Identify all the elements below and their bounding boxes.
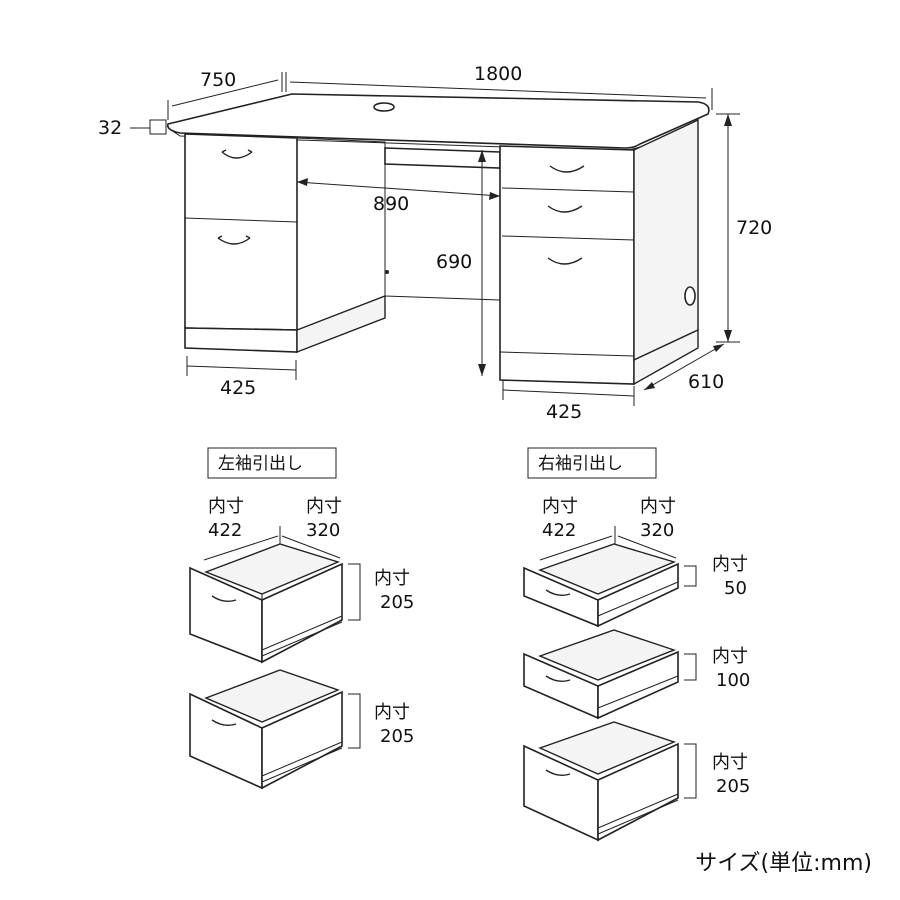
left-drawers-title-box [207,447,337,479]
right-drawer-3-height: 205 [716,776,750,797]
dim-right-pedestal-width: 425 [546,401,582,423]
desk-dimension-labels: 750 1800 32 890 690 720 425 425 610 [98,63,772,423]
dim-knee-height: 690 [436,251,472,273]
left-drawers-title: 左袖引出し [218,454,303,474]
dim-top-thickness: 32 [98,117,122,139]
right-inner-width: 422 [542,520,576,541]
dim-depth: 750 [200,69,236,91]
right-drawer-2-height: 100 [716,670,750,691]
left-drawer-2-label: 内寸 [374,702,410,723]
left-inner-width: 422 [208,520,242,541]
left-drawer-2-height: 205 [380,726,414,747]
size-unit-note: サイズ(単位:mm) [695,851,872,876]
right-drawer-1-label: 内寸 [712,554,748,575]
left-drawer-1-height: 205 [380,592,414,613]
right-drawers-title-box [527,447,657,479]
right-inner-depth: 320 [640,520,674,541]
right-drawer-1 [523,543,679,628]
dim-knee-width: 890 [373,193,409,215]
left-drawers-section: 左袖引出し 内寸 422 内寸 320 内寸 205 内寸 20 [189,447,414,790]
dim-left-pedestal-width: 425 [220,377,256,399]
right-drawer-3 [523,721,679,842]
right-drawer-3-label: 内寸 [712,752,748,773]
right-drawers-section: 右袖引出し 内寸 422 内寸 320 内寸 50 内寸 100 [523,447,750,842]
right-drawer-2 [523,629,679,720]
left-inner-depth-label: 内寸 [306,496,342,517]
left-drawer-2 [189,669,343,790]
dim-height: 720 [736,217,772,239]
right-drawers-title: 右袖引出し [538,454,623,474]
right-inner-depth-label: 内寸 [640,496,676,517]
right-inner-width-label: 内寸 [542,496,578,517]
right-drawer-2-label: 内寸 [712,646,748,667]
left-drawer-1 [189,543,343,664]
left-inner-depth: 320 [306,520,340,541]
dim-width: 1800 [474,63,522,85]
dim-pedestal-depth: 610 [688,371,724,393]
desk-drawing [166,93,710,386]
left-inner-width-label: 内寸 [208,496,244,517]
right-drawer-1-height: 50 [724,578,747,599]
left-drawer-1-label: 内寸 [374,568,410,589]
desk-dimension-lines [130,72,740,406]
